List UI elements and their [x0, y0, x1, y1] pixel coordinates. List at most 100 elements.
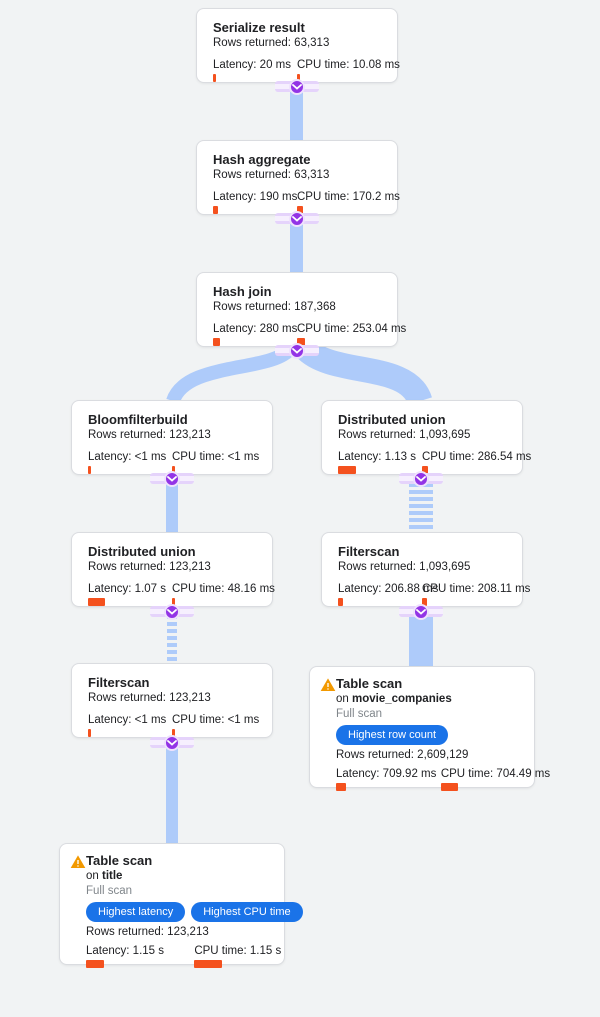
latency-bar [88, 466, 91, 474]
collapse-chevron-serialize[interactable] [289, 79, 305, 95]
node-title: Distributed union [88, 544, 196, 559]
collapse-chevron-hash-aggregate[interactable] [289, 211, 305, 227]
node-title: Table scan [86, 853, 153, 868]
warning-icon [320, 678, 336, 697]
plan-node-distributed-union-right[interactable]: Distributed union Rows returned: 1,093,6… [321, 400, 532, 475]
rows-returned: Rows returned: 1,093,695 [338, 561, 471, 573]
latency-bar [88, 729, 91, 737]
plan-node-bloomfilterbuild[interactable]: Bloomfilterbuild Rows returned: 123,213 … [71, 400, 273, 475]
cpu-time-value: CPU time: 170.2 ms [297, 191, 400, 203]
scan-mode: Full scan [86, 885, 133, 897]
scan-target: on title [86, 870, 123, 882]
cpu-time-bar [297, 74, 300, 82]
plan-node-hash-join[interactable]: Hash join Rows returned: 187,368 Latency… [196, 272, 407, 347]
rows-returned: Rows returned: 123,213 [88, 561, 211, 573]
plan-node-table-scan-title[interactable]: Table scan on title Full scan Highest la… [59, 843, 303, 968]
node-title: Table scan [336, 676, 403, 691]
cpu-time-bar [194, 960, 223, 968]
latency-bar [338, 466, 356, 474]
rows-returned: Rows returned: 123,213 [88, 429, 211, 441]
cpu-time-bar [172, 598, 175, 606]
plan-node-serialize-result[interactable]: Serialize result Rows returned: 63,313 L… [196, 8, 400, 83]
rows-returned: Rows returned: 63,313 [213, 37, 330, 49]
cpu-time-bar [422, 466, 428, 474]
latency-bar [336, 783, 346, 791]
rows-returned: Rows returned: 63,313 [213, 169, 330, 181]
collapse-chevron-hash-join[interactable] [289, 343, 305, 359]
latency-value: Latency: 280 ms [213, 323, 298, 335]
table-name: title [102, 870, 123, 882]
scan-target: on movie_companies [336, 693, 452, 705]
node-title: Serialize result [213, 20, 305, 35]
badge-highest-row-count[interactable]: Highest row count [336, 725, 449, 745]
scan-mode: Full scan [336, 708, 383, 720]
cpu-time-value: CPU time: 208.11 ms [422, 583, 531, 595]
collapse-chevron-distributed-union-left[interactable] [164, 604, 180, 620]
collapse-chevron-filterscan-right[interactable] [413, 604, 429, 620]
edge-serialize-to-hashaggregate [290, 84, 303, 140]
rows-returned: Rows returned: 2,609,129 [336, 749, 469, 761]
latency-bar [213, 206, 218, 214]
plan-node-distributed-union-left[interactable]: Distributed union Rows returned: 123,213… [71, 532, 275, 607]
chevron-wrap [275, 343, 319, 359]
node-title: Bloomfilterbuild [88, 412, 188, 427]
edge-filterscan-to-tablescan-left [166, 739, 178, 843]
cpu-time-value: CPU time: 10.08 ms [297, 59, 400, 71]
latency-bar [213, 338, 220, 346]
rows-returned: Rows returned: 187,368 [213, 301, 336, 313]
latency-value: Latency: 190 ms [213, 191, 298, 203]
chevron-wrap [150, 735, 194, 751]
cpu-time-value: CPU time: 253.04 ms [297, 323, 407, 335]
plan-node-filterscan-left[interactable]: Filterscan Rows returned: 123,213 Latenc… [71, 663, 273, 738]
plan-node-hash-aggregate[interactable]: Hash aggregate Rows returned: 63,313 Lat… [196, 140, 400, 215]
edge-hashjoin-to-distributedunion [295, 338, 432, 407]
chevron-wrap [150, 471, 194, 487]
cpu-time-value: CPU time: <1 ms [172, 451, 260, 463]
node-title: Hash aggregate [213, 152, 311, 167]
plan-node-filterscan-right[interactable]: Filterscan Rows returned: 1,093,695 Late… [321, 532, 531, 607]
cpu-time-bar [172, 466, 175, 474]
chevron-wrap [275, 79, 319, 95]
edge-hashjoin-to-bloomfilterbuild [166, 342, 297, 405]
collapse-chevron-filterscan-left[interactable] [164, 735, 180, 751]
latency-value: Latency: 1.13 s [338, 451, 416, 463]
chevron-wrap [399, 604, 443, 620]
cpu-time-value: CPU time: 704.49 ms [440, 768, 551, 780]
latency-value: Latency: 1.15 s [86, 945, 164, 957]
cpu-time-bar [297, 338, 305, 346]
node-title: Hash join [213, 284, 272, 299]
chevron-wrap [150, 604, 194, 620]
latency-value: Latency: 206.88 ms [338, 583, 439, 595]
node-title: Distributed union [338, 412, 446, 427]
latency-bar [213, 74, 216, 82]
badge-highest-cpu-time[interactable]: Highest CPU time [191, 902, 303, 922]
edge-hashaggregate-to-hashjoin [290, 216, 303, 272]
cpu-time-value: CPU time: 286.54 ms [422, 451, 532, 463]
latency-value: Latency: <1 ms [88, 451, 167, 463]
latency-value: Latency: 20 ms [213, 59, 291, 71]
table-name: movie_companies [352, 693, 452, 705]
collapse-chevron-distributed-union-right[interactable] [413, 471, 429, 487]
cpu-time-bar [440, 783, 458, 791]
cpu-time-bar [297, 206, 303, 214]
rows-returned: Rows returned: 1,093,695 [338, 429, 471, 441]
rows-returned: Rows returned: 123,213 [88, 692, 211, 704]
cpu-time-value: CPU time: 48.16 ms [172, 583, 275, 595]
collapse-chevron-bloomfilterbuild[interactable] [164, 471, 180, 487]
rows-returned: Rows returned: 123,213 [86, 926, 209, 938]
chevron-wrap [399, 471, 443, 487]
cpu-time-bar [172, 729, 175, 737]
warning-icon [70, 855, 86, 874]
latency-bar [338, 598, 343, 606]
cpu-time-bar [422, 598, 427, 606]
edge-distributedunion-to-filterscan-left [167, 608, 177, 663]
latency-bar [86, 960, 104, 968]
badge-highest-latency[interactable]: Highest latency [86, 902, 186, 922]
latency-value: Latency: <1 ms [88, 714, 167, 726]
latency-value: Latency: 709.92 ms [336, 768, 437, 780]
plan-node-table-scan-movie-companies[interactable]: Table scan on movie_companies Full scan … [309, 666, 550, 791]
node-title: Filterscan [338, 544, 400, 559]
edge-bloomfilterbuild-to-distributedunion [166, 476, 178, 532]
chevron-wrap [275, 211, 319, 227]
